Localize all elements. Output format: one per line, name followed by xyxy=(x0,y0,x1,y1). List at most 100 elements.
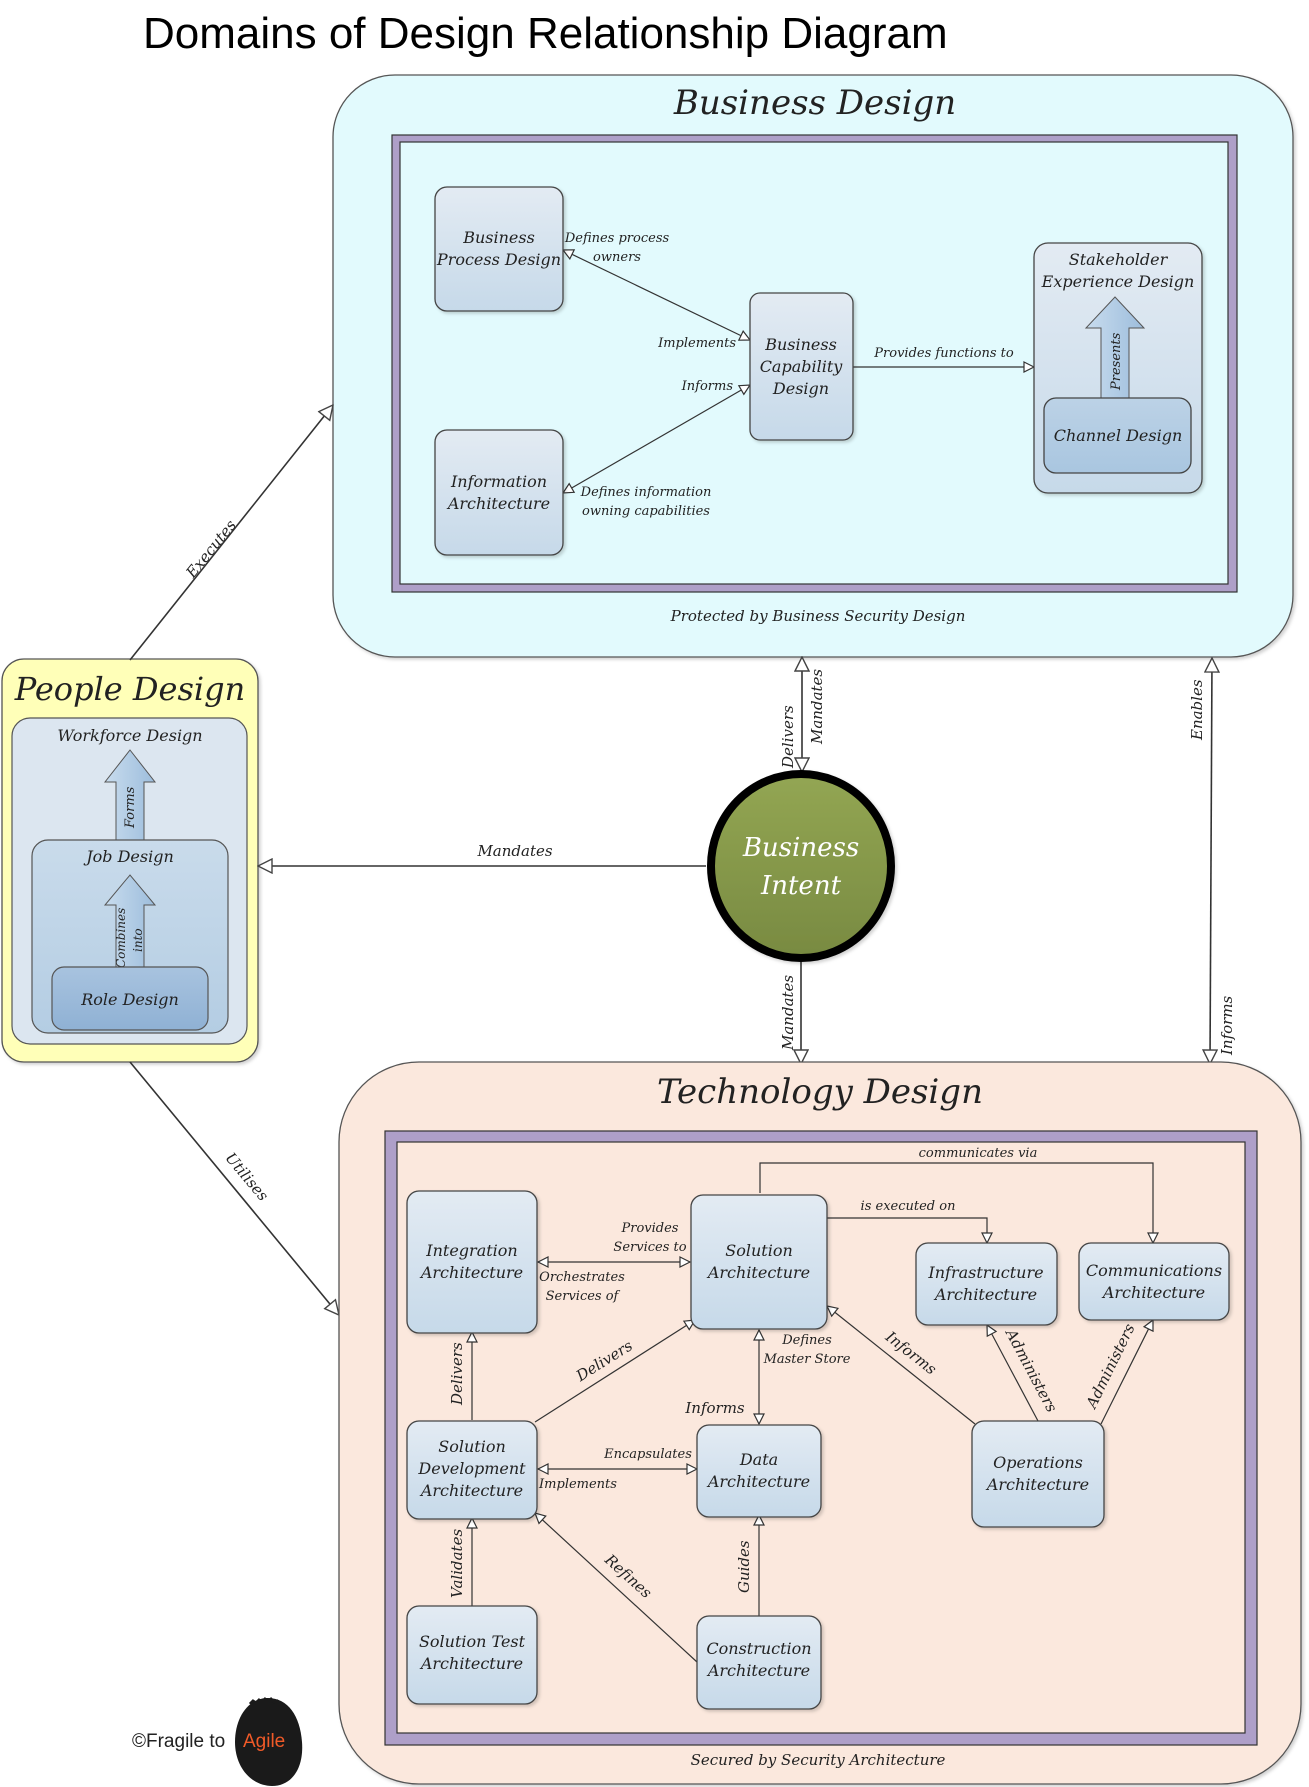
node-construction-architecture[interactable]: Construction Architecture xyxy=(696,1615,822,1710)
node-solution-development-architecture[interactable]: Solution Development Architecture xyxy=(406,1420,538,1520)
node-operations-architecture[interactable]: Operations Architecture xyxy=(971,1420,1105,1528)
node-solution-architecture[interactable]: Solution Architecture xyxy=(690,1194,828,1330)
workforce-design-label: Workforce Design xyxy=(57,726,202,745)
svg-text:Process Design: Process Design xyxy=(436,250,561,269)
edge-ia-bcd xyxy=(563,385,750,493)
svg-text:Architecture: Architecture xyxy=(419,1263,523,1282)
label-orchestrates-2: Services of xyxy=(546,1289,621,1304)
label-defines-process-owners-1: Defines process xyxy=(564,231,670,246)
node-role-design[interactable] xyxy=(51,966,209,1031)
edge-administers-infra xyxy=(987,1325,1039,1422)
svg-text:Business: Business xyxy=(764,335,837,354)
business-design-domain: Business Design Protected by Business Se… xyxy=(332,74,1294,658)
svg-text:Communications: Communications xyxy=(1086,1261,1222,1280)
node-integration-architecture[interactable]: Integration Architecture xyxy=(406,1190,538,1334)
svg-text:Architecture: Architecture xyxy=(706,1661,810,1680)
label-forms: Forms xyxy=(123,786,138,829)
label-into: into xyxy=(131,928,145,952)
svg-text:Capability: Capability xyxy=(760,357,844,376)
business-design-title: Business Design xyxy=(673,83,956,123)
node-solution-test-architecture[interactable]: Solution Test Architecture xyxy=(406,1605,538,1705)
svg-text:Architecture: Architecture xyxy=(933,1285,1037,1304)
svg-text:Intent: Intent xyxy=(760,871,842,901)
label-informs-data: Informs xyxy=(684,1399,745,1417)
edge-business-technology xyxy=(1210,658,1212,1064)
edge-utilises xyxy=(129,1061,339,1315)
label-orchestrates-1: Orchestrates xyxy=(539,1270,625,1285)
label-mandates-tech: Mandates xyxy=(779,975,797,1051)
agile-text: Agile xyxy=(243,1731,285,1752)
edge-bpd-bcd xyxy=(563,250,750,340)
svg-text:Construction: Construction xyxy=(706,1639,811,1658)
label-delivers-integration: Delivers xyxy=(448,1342,466,1406)
label-presents: Presents xyxy=(1109,332,1124,391)
node-communications-architecture[interactable]: Communications Architecture xyxy=(1078,1242,1230,1321)
svg-text:Architecture: Architecture xyxy=(985,1475,1089,1494)
svg-text:Channel Design: Channel Design xyxy=(1054,426,1183,445)
node-business-process-design[interactable]: Business Process Design xyxy=(434,186,564,312)
label-defines-master-1: Defines xyxy=(781,1333,832,1348)
node-business-capability-design[interactable]: Business Capability Design xyxy=(749,292,854,441)
label-defines-information-1: Defines information xyxy=(580,485,712,500)
svg-text:Infrastructure: Infrastructure xyxy=(927,1263,1043,1282)
security-architecture-footer: Secured by Security Architecture xyxy=(691,1751,946,1769)
technology-design-domain: Technology Design Secured by Security Ar… xyxy=(338,1061,1302,1785)
label-provides-2: Services to xyxy=(613,1240,686,1255)
node-information-architecture[interactable]: Information Architecture xyxy=(434,429,564,556)
business-security-footer: Protected by Business Security Design xyxy=(670,607,966,625)
svg-text:Architecture: Architecture xyxy=(706,1263,810,1282)
edge-is-executed-on xyxy=(827,1217,987,1243)
svg-text:Information: Information xyxy=(450,472,547,491)
label-combines: Combines xyxy=(114,908,128,968)
edge-administers-comms xyxy=(1100,1320,1153,1425)
label-encapsulates: Encapsulates xyxy=(603,1447,692,1462)
edge-communicates-via xyxy=(759,1162,1153,1243)
svg-text:Architecture: Architecture xyxy=(419,1654,523,1673)
label-mandates-people: Mandates xyxy=(476,842,552,860)
node-stakeholder-experience-design[interactable]: Stakeholder Experience Design Presents C… xyxy=(1033,242,1203,494)
edge-operations-solution xyxy=(827,1306,976,1425)
svg-text:Architecture: Architecture xyxy=(706,1472,810,1491)
svg-text:Design: Design xyxy=(772,379,829,398)
role-design-label: Role Design xyxy=(80,990,179,1009)
business-intent-node[interactable]: Business Intent xyxy=(707,770,895,962)
svg-text:Architecture: Architecture xyxy=(419,1481,523,1500)
fragile-to-agile-logo: ©Fragile to Agile xyxy=(132,1697,303,1786)
node-channel-design[interactable] xyxy=(1043,397,1192,474)
label-enables: Enables xyxy=(1188,679,1206,741)
presents-arrow-icon xyxy=(1084,296,1146,401)
people-design-domain: People Design Workforce Design Forms Job… xyxy=(1,658,259,1063)
people-design-title: People Design xyxy=(14,670,245,708)
job-design-label: Job Design xyxy=(83,847,174,866)
label-validates: Validates xyxy=(448,1529,466,1598)
technology-design-title: Technology Design xyxy=(657,1072,983,1112)
label-mandates-business: Mandates xyxy=(808,669,826,745)
label-communicates-via: communicates via xyxy=(919,1146,1038,1161)
egg-icon xyxy=(235,1698,303,1786)
edge-executes xyxy=(129,405,333,661)
svg-text:Architecture: Architecture xyxy=(446,494,550,513)
svg-text:Operations: Operations xyxy=(993,1453,1083,1472)
label-executes: Executes xyxy=(182,516,240,582)
edge-construction-soldev xyxy=(535,1513,698,1663)
label-guides: Guides xyxy=(735,1540,753,1593)
label-provides-functions: Provides functions to xyxy=(873,346,1014,361)
svg-text:Business: Business xyxy=(742,833,859,863)
label-defines-master-2: Master Store xyxy=(763,1352,851,1367)
label-delivers: Delivers xyxy=(779,705,797,769)
node-infrastructure-architecture[interactable]: Infrastructure Architecture xyxy=(915,1242,1058,1326)
svg-text:Data: Data xyxy=(739,1450,778,1469)
label-defines-information-2: owning capabilities xyxy=(582,504,710,519)
label-is-executed-on: is executed on xyxy=(861,1199,956,1214)
svg-text:Stakeholder: Stakeholder xyxy=(1069,250,1169,269)
label-implements: Implements xyxy=(657,336,736,351)
svg-text:Solution: Solution xyxy=(438,1437,506,1456)
svg-text:Solution Test: Solution Test xyxy=(419,1632,526,1651)
page-title: Domains of Design Relationship Diagram xyxy=(143,9,948,58)
copyright-text: ©Fragile to xyxy=(132,1731,225,1752)
svg-text:Business: Business xyxy=(462,228,535,247)
svg-text:Solution: Solution xyxy=(725,1241,793,1260)
label-implements-tech: Implements xyxy=(538,1477,617,1492)
node-data-architecture[interactable]: Data Architecture xyxy=(696,1424,822,1518)
